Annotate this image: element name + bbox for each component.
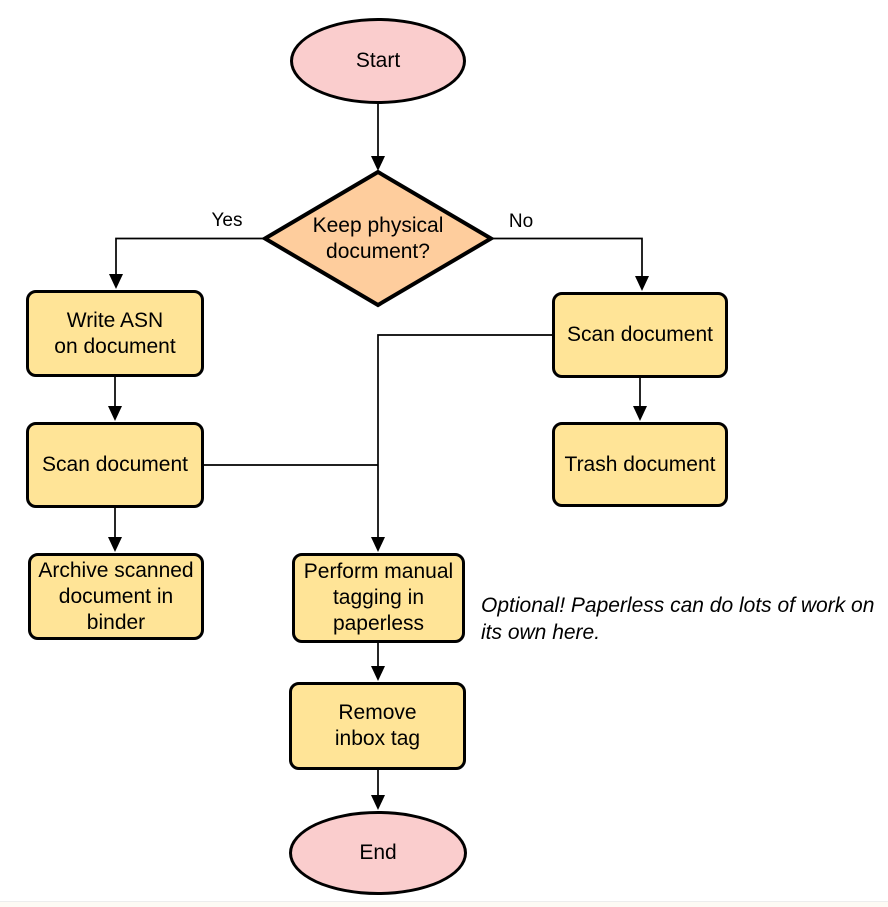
node-trash-document: Trash document bbox=[552, 422, 728, 507]
node-archive-binder-label: Archive scanned document in binder bbox=[38, 558, 194, 634]
node-end-label: End bbox=[359, 841, 397, 864]
arrowhead-icon bbox=[371, 537, 385, 552]
diamond-shape bbox=[261, 169, 495, 308]
edge-decision-yes bbox=[115, 237, 265, 274]
page-bottom-edge bbox=[0, 901, 888, 907]
node-write-asn-label: Write ASN on document bbox=[54, 308, 176, 358]
node-decision: Keep physical document? bbox=[265, 172, 491, 305]
node-trash-document-label: Trash document bbox=[564, 452, 716, 476]
node-scan-document-left-label: Scan document bbox=[42, 453, 188, 476]
arrowhead-icon bbox=[371, 795, 385, 810]
edge-label-no: No bbox=[505, 211, 537, 233]
edge-label-yes: Yes bbox=[208, 210, 246, 232]
node-perform-tagging: Perform manual tagging in paperless bbox=[292, 553, 465, 643]
node-remove-inbox-tag-label: Remove inbox tag bbox=[334, 701, 421, 750]
node-write-asn: Write ASN on document bbox=[26, 290, 204, 377]
arrowhead-icon bbox=[108, 406, 122, 421]
arrowhead-icon bbox=[633, 406, 647, 421]
node-decision-shape bbox=[261, 169, 495, 308]
optional-note: Optional! Paperless can do lots of work … bbox=[481, 594, 875, 644]
node-end: End bbox=[289, 811, 467, 895]
arrowhead-icon bbox=[371, 666, 385, 681]
node-remove-inbox-tag: Remove inbox tag bbox=[289, 682, 466, 770]
node-start: Start bbox=[290, 18, 466, 104]
edge-decision-no bbox=[491, 237, 643, 276]
node-scan-document-left: Scan document bbox=[26, 422, 204, 508]
arrowhead-icon bbox=[109, 274, 123, 289]
node-perform-tagging-label: Perform manual tagging in paperless bbox=[303, 560, 454, 635]
arrowhead-icon bbox=[108, 537, 122, 552]
node-archive-binder: Archive scanned document in binder bbox=[28, 553, 204, 640]
node-scan-document-right-label: Scan document bbox=[567, 323, 713, 346]
arrowhead-icon bbox=[635, 276, 649, 291]
node-decision-label: Keep physical document? bbox=[312, 213, 444, 263]
edge-scanright-to-tagging bbox=[377, 334, 552, 537]
node-start-label: Start bbox=[355, 49, 401, 72]
node-scan-document-right: Scan document bbox=[552, 292, 728, 378]
